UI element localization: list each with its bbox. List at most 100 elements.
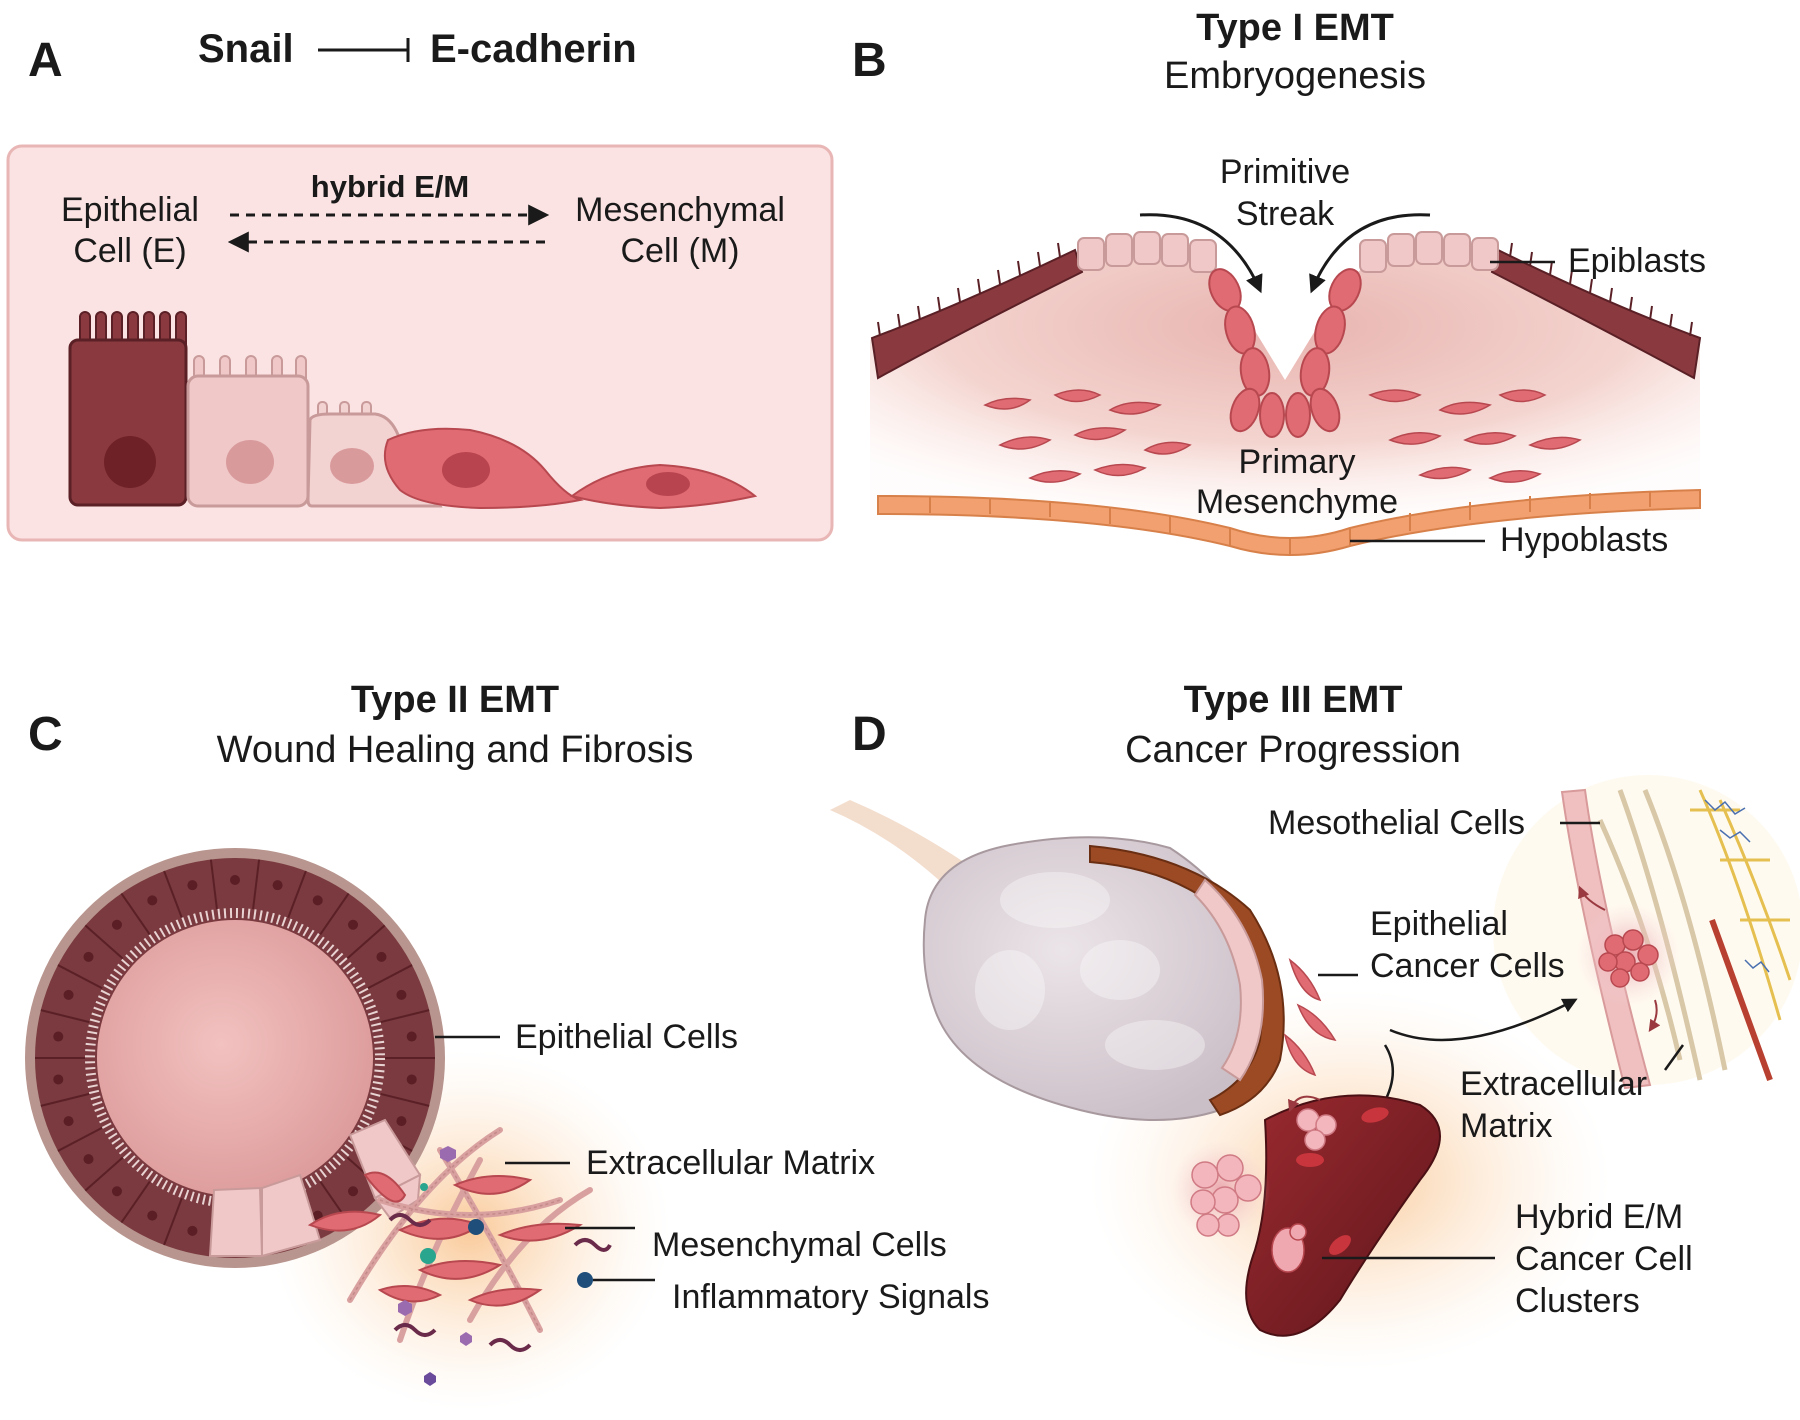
- epiblast-band-right: [1490, 248, 1702, 380]
- epithelial-cells-label: Epithelial Cells: [515, 1018, 738, 1056]
- ring-cell-nucleus: [63, 1116, 74, 1127]
- ring-cell-nucleus: [111, 1186, 122, 1197]
- ring-cell-border: [346, 924, 386, 960]
- ring-cell-border: [367, 964, 413, 990]
- ring-cell-nucleus: [83, 951, 94, 962]
- primary-mesenchyme-label-1: Primary: [1238, 443, 1355, 481]
- ring-cell-border: [40, 1092, 90, 1107]
- transitioning-epithelial-cells: [208, 1118, 422, 1258]
- ring-cell-border: [252, 859, 261, 910]
- hybrid-cluster-1: [1190, 1154, 1262, 1237]
- extracellular-matrix-label-c: Extracellular Matrix: [586, 1144, 875, 1182]
- ring-cell-border: [84, 1156, 124, 1192]
- ring-cell-border: [319, 892, 350, 936]
- panel-d-subtitle: Cancer Progression: [1125, 729, 1461, 771]
- ring-cell-nucleus: [348, 919, 359, 930]
- epiblast-band-left: [870, 248, 1084, 380]
- ring-cell-border: [287, 870, 307, 919]
- cancer-cell-layer-inner: [1193, 878, 1265, 1082]
- peritoneal-spread-arrow: [1389, 998, 1578, 1042]
- ring-cell-border: [163, 870, 183, 919]
- hypoblasts-label: Hypoblasts: [1500, 521, 1668, 559]
- lumen-microvilli: [85, 908, 385, 1208]
- hypoblast-layer: [877, 488, 1701, 556]
- panel-c: C Type II EMT Wound Healing and Fibrosis: [25, 679, 989, 1410]
- embryo-mound: [870, 243, 1700, 521]
- streak-arrow-left: [1139, 213, 1263, 294]
- ring-cell-nucleus: [396, 989, 407, 1000]
- panel-b-title: Type I EMT: [1196, 7, 1394, 49]
- ring-cell-nucleus: [147, 895, 158, 906]
- ring-cell-nucleus: [230, 875, 240, 885]
- panel-b-subtitle: Embryogenesis: [1164, 55, 1426, 97]
- ring-cell-border: [84, 924, 124, 960]
- epithelial-cancer-cells-label-2: Cancer Cells: [1370, 947, 1565, 985]
- ring-cell-nucleus: [83, 1154, 94, 1165]
- light-epiblasts: [1077, 231, 1499, 273]
- panel-c-subtitle: Wound Healing and Fibrosis: [217, 729, 694, 771]
- panel-d: D Type III EMT Cancer Progression: [830, 679, 1800, 1370]
- snail-label: Snail: [198, 27, 294, 71]
- circulating-cluster: [1271, 1223, 1307, 1273]
- implanted-cluster: [1598, 929, 1659, 988]
- inflammatory-signals-label: Inflammatory Signals: [672, 1278, 989, 1316]
- epiblasts-label: Epiblasts: [1568, 242, 1706, 280]
- ring-cell-border: [120, 1180, 151, 1224]
- panel-c-title: Type II EMT: [351, 679, 559, 721]
- epithelial-cell-label-1: Epithelial: [61, 191, 199, 229]
- ring-cell-nucleus: [63, 989, 74, 1000]
- panel-c-letter: C: [28, 708, 63, 761]
- ring-cell-border: [120, 892, 151, 936]
- ecadherin-label: E-cadherin: [430, 27, 637, 71]
- ring-cell-nucleus: [348, 1186, 359, 1197]
- extracellular-matrix-label-d-2: Matrix: [1460, 1107, 1553, 1145]
- ring-cell-border: [57, 1126, 103, 1152]
- ring-cell-nucleus: [396, 1116, 407, 1127]
- microvilli-left: [877, 242, 1061, 337]
- mesenchymal-cell-2: [569, 463, 758, 510]
- primitive-streak-label-1: Primitive: [1220, 153, 1350, 191]
- mesenchymal-cells-label: Mesenchymal Cells: [652, 1226, 947, 1264]
- hybrid-clusters-label-2: Cancer Cell: [1515, 1240, 1693, 1278]
- ring-cell-border: [209, 859, 218, 910]
- ovary-highlights: [975, 872, 1205, 1070]
- ecm-leader-d: [1663, 1044, 1685, 1071]
- hybrid-cluster-2: [1296, 1108, 1337, 1151]
- ring-cell-nucleus: [312, 895, 323, 906]
- panel-a-letter: A: [28, 34, 63, 87]
- invading-cancer-cells: [1283, 958, 1337, 1077]
- ring-cell-nucleus: [406, 1074, 417, 1085]
- ring-cell-nucleus: [53, 1074, 64, 1085]
- partial-epithelial-cell: [186, 355, 310, 508]
- ring-cell-nucleus: [376, 951, 387, 962]
- ingressing-cells: [1208, 268, 1362, 438]
- blood-vessel: [1245, 1094, 1441, 1337]
- ring-cell-nucleus: [53, 1031, 64, 1042]
- panel-b: B Type I EMT Embryogenesis: [852, 7, 1706, 559]
- mesenchymal-cells-c: [307, 1171, 583, 1307]
- mesothelial-cells-label: Mesothelial Cells: [1268, 804, 1525, 842]
- primitive-streak-label-2: Streak: [1236, 195, 1335, 233]
- peritoneum-inset: [1493, 775, 1800, 1090]
- ring-cell-nucleus: [272, 880, 283, 891]
- stroma-vessel: [1709, 918, 1773, 1082]
- epithelial-cancer-cells-label-1: Epithelial: [1370, 905, 1508, 943]
- epithelial-cell-label-2: Cell (E): [73, 232, 186, 270]
- ring-cell-nucleus: [187, 1225, 198, 1236]
- lumen: [97, 920, 373, 1196]
- mesenchymal-cell-label-2: Cell (M): [621, 232, 740, 270]
- ecm-fiber-texture: [349, 1129, 561, 1331]
- panel-b-letter: B: [852, 34, 887, 87]
- red-blood-cells: [1296, 1107, 1389, 1255]
- ring-cell-border: [163, 1197, 183, 1246]
- hypoblast-divisions: [929, 491, 1651, 556]
- mesenchymal-cell-label-1: Mesenchymal: [575, 191, 785, 229]
- inflammatory-signals: [388, 1146, 612, 1386]
- primary-mesenchyme-cells: [983, 389, 1582, 483]
- ring-cell-border: [380, 1092, 430, 1107]
- extracellular-matrix-label-d-1: Extracellular: [1460, 1065, 1647, 1103]
- ring-cell-border: [40, 1009, 90, 1024]
- intravasation-arrow: [1288, 1095, 1321, 1113]
